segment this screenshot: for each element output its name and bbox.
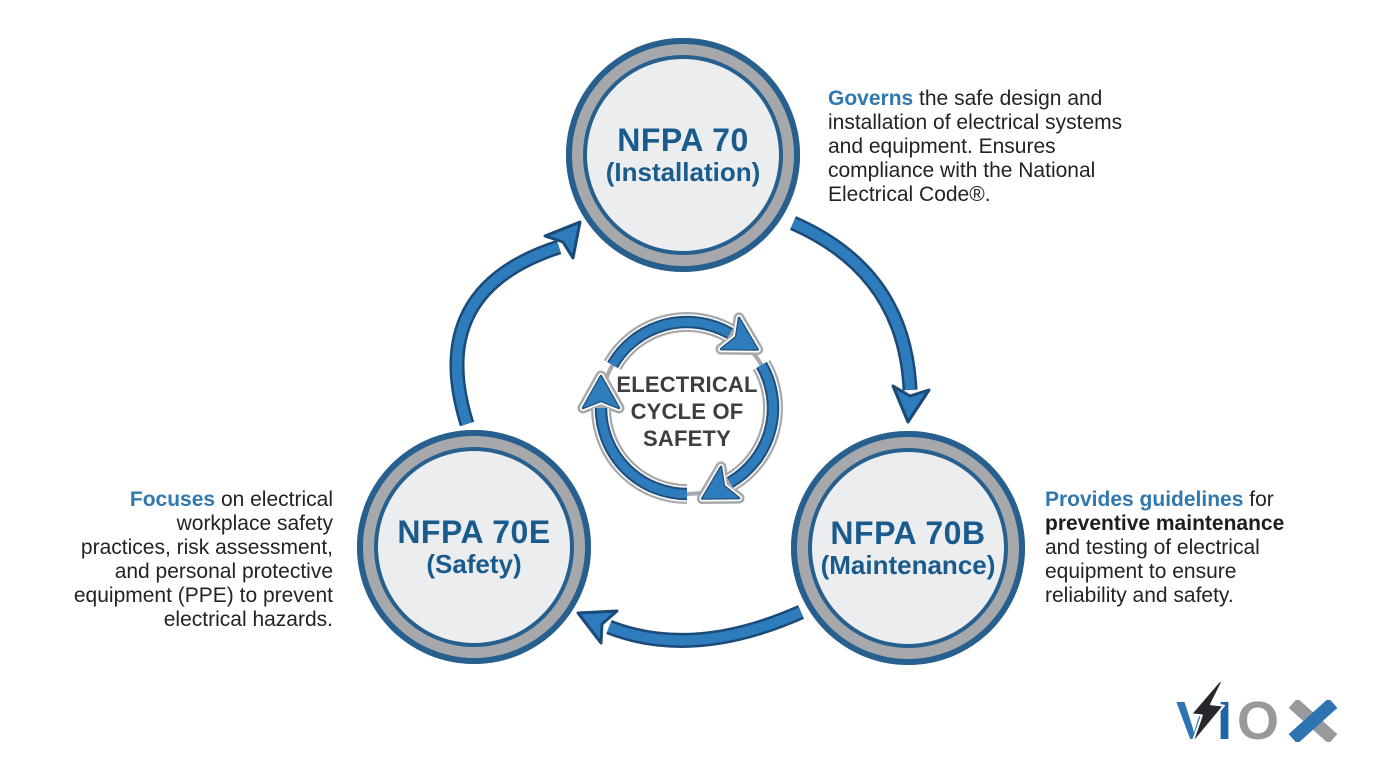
annotation-line: Provides guidelines for (1045, 488, 1284, 512)
annotation-line: and personal protective (114, 560, 333, 583)
cycle-title-line: CYCLE OF (630, 399, 744, 424)
annotation-line: installation of electrical systems (828, 111, 1123, 134)
annotation-line: equipment (PPE) to prevent (73, 584, 333, 607)
node-nfpa-70b: NFPA 70B (Maintenance) (791, 431, 1025, 665)
logo-letter-o: O (1237, 691, 1285, 751)
annotation-nfpa-70e: Focuses on electrical workplace safety p… (74, 488, 333, 632)
node-nfpa-70b-subtitle: (Maintenance) (820, 549, 996, 580)
cycle-title-line: ELECTRICAL (616, 372, 758, 397)
node-nfpa-70e-subtitle: (Safety) (426, 548, 522, 579)
annotation-line: and equipment. Ensures (828, 135, 1056, 158)
annotation-line: electrical hazards. (163, 608, 333, 631)
annotation-text: for (1249, 488, 1274, 511)
annotation-emphasis: preventive maintenance (1045, 512, 1285, 535)
cycle-arrow-segment (696, 359, 784, 504)
annotation-nfpa-70: Governs the safe design and installation… (828, 87, 1122, 207)
annotation-line: workplace safety (176, 512, 333, 535)
annotation-lead: Provides guidelines (1045, 488, 1244, 511)
cycle-arrow-segment (577, 370, 688, 505)
node-nfpa-70e: NFPA 70E (Safety) (357, 430, 591, 664)
node-nfpa-70: NFPA 70 (Installation) (566, 38, 800, 272)
annotation-text: the safe design and (919, 87, 1103, 110)
node-nfpa-70e-title: NFPA 70E (397, 514, 551, 551)
annotation-line: Electrical Code®. (828, 183, 991, 206)
annotation-text: on electrical (220, 488, 333, 511)
annotation-line: practices, risk assessment, (80, 536, 333, 559)
cycle-arrow-segment (603, 311, 764, 371)
annotation-line: equipment to ensure (1045, 560, 1237, 583)
annotation-line: and testing of electrical (1045, 536, 1260, 559)
annotation-line: compliance with the National (828, 159, 1096, 182)
cycle-title-line: SAFETY (643, 426, 731, 451)
annotation-lead: Focuses (129, 488, 216, 511)
arrow-installation-to-maintenance (789, 216, 931, 424)
annotation-nfpa-70b: Provides guidelines for preventive maint… (1045, 488, 1284, 608)
lightning-bolt-icon (1189, 680, 1225, 746)
node-nfpa-70b-title: NFPA 70B (830, 515, 986, 552)
cycle-title: ELECTRICAL CYCLE OF SAFETY (577, 371, 797, 452)
arrow-maintenance-to-safety (576, 605, 805, 648)
annotation-line: Focuses on electrical (74, 488, 333, 512)
node-nfpa-70-subtitle: (Installation) (605, 156, 761, 187)
annotation-line: reliability and safety. (1045, 584, 1234, 607)
annotation-lead: Governs (828, 87, 914, 110)
cycle-arrows-icon (577, 311, 784, 505)
arrow-safety-to-installation (449, 220, 582, 427)
annotation-line: Governs the safe design and (828, 87, 1122, 111)
node-nfpa-70-title: NFPA 70 (617, 122, 749, 159)
logo-letter-x (1288, 700, 1338, 742)
